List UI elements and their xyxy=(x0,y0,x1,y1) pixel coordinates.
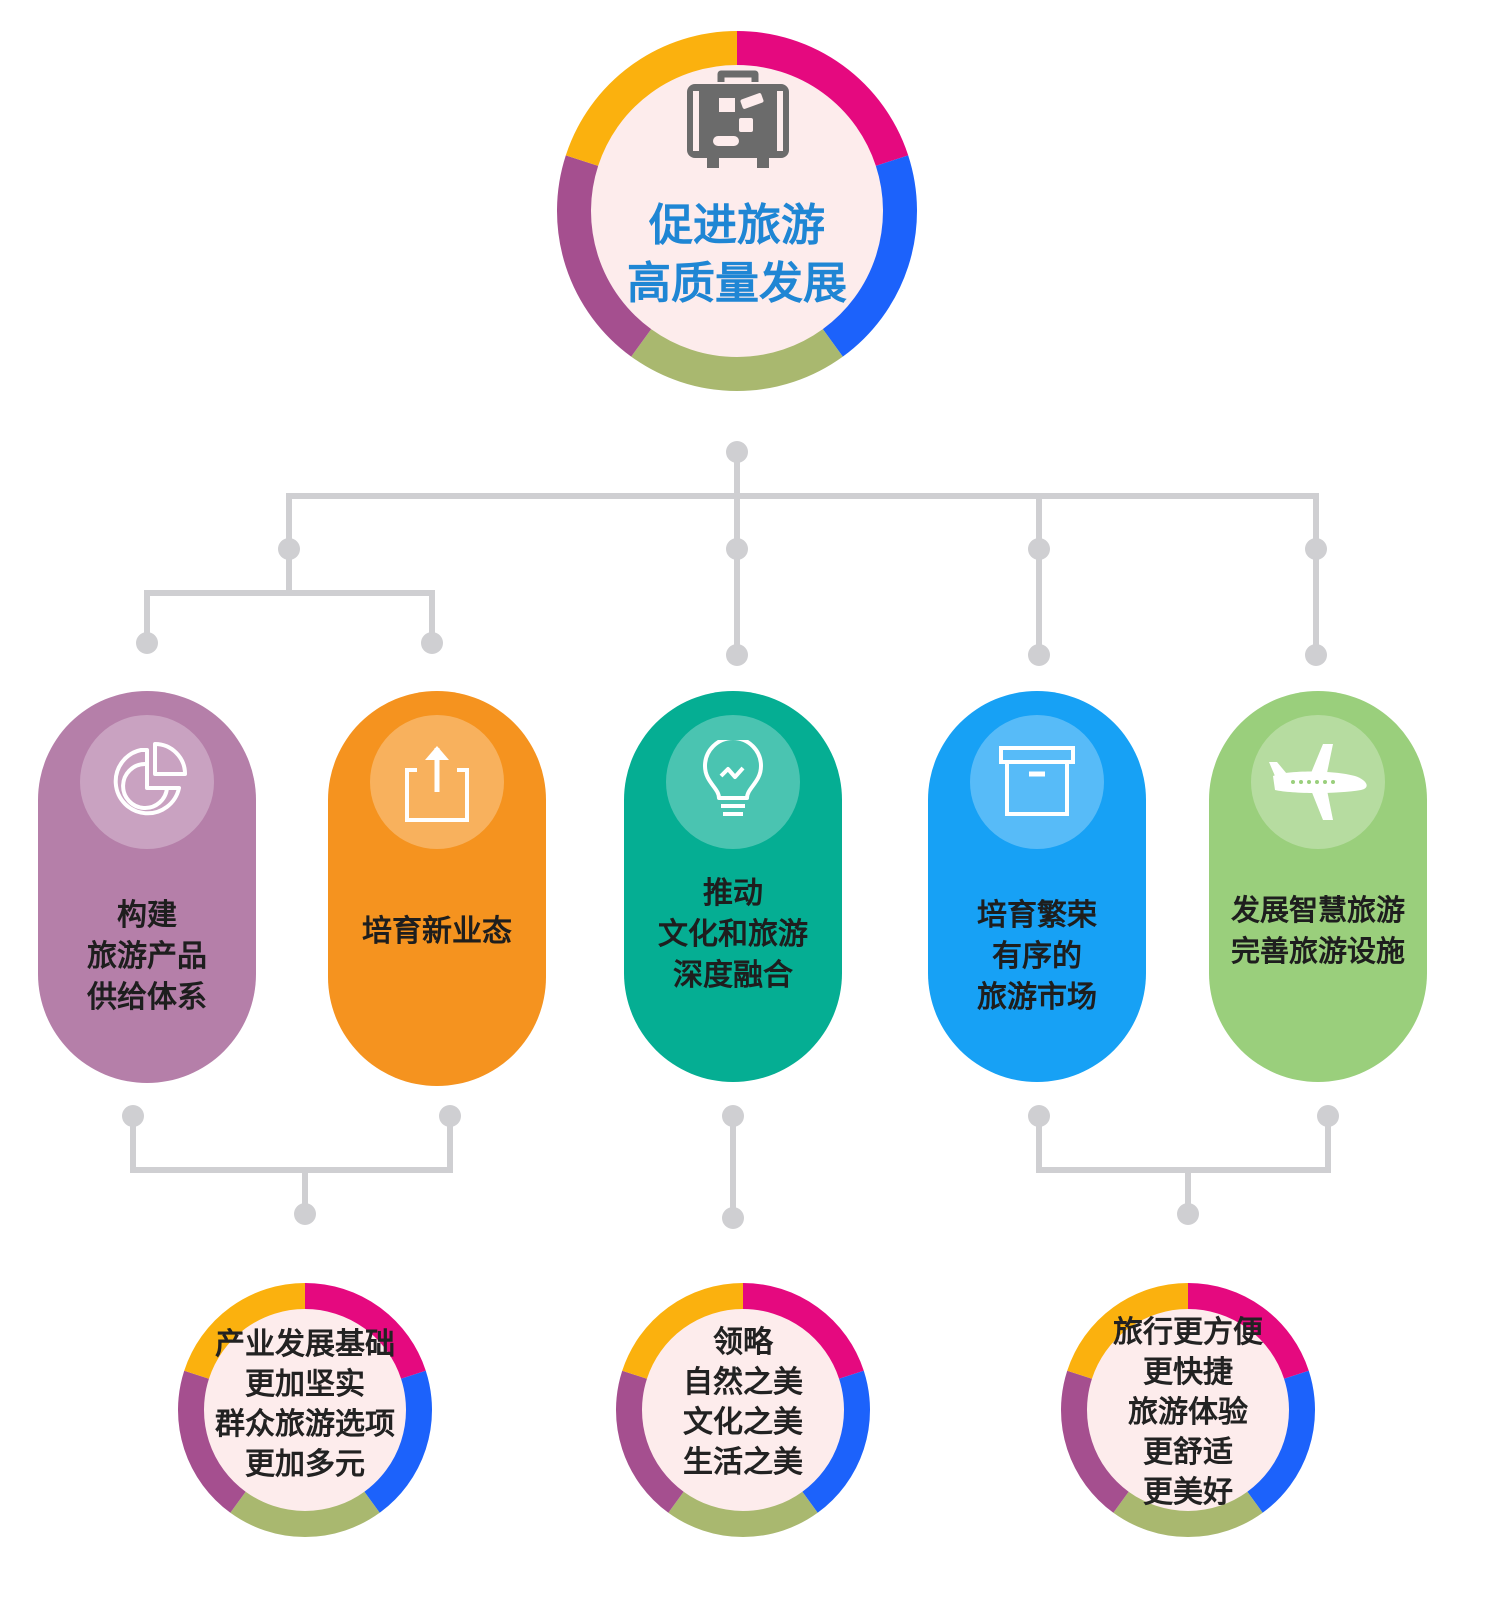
top-connector-dots xyxy=(136,441,1327,666)
airplane-icon xyxy=(1269,744,1367,820)
outcome-text-line: 更美好 xyxy=(1143,1474,1233,1510)
branch-label: 发展智慧旅游 完善旅游设施 xyxy=(1209,881,1427,981)
branch-label-line: 文化和旅游 xyxy=(658,916,808,952)
ring-segment xyxy=(1247,1370,1315,1513)
branch-label-line: 发展智慧旅游 xyxy=(1230,893,1405,927)
outcome-text-line: 群众旅游选项 xyxy=(215,1407,395,1442)
branch-label-line: 培育繁荣 xyxy=(977,897,1097,933)
ring-segment xyxy=(230,1491,380,1537)
branch-label-line: 深度融合 xyxy=(673,957,793,993)
outcome-ring xyxy=(178,1283,432,1537)
branch-label-line: 推动 xyxy=(703,875,763,911)
branch-card-new-formats: 培育新业态 xyxy=(328,691,546,1086)
outcome-text-line: 领略 xyxy=(713,1325,773,1360)
outcome-text-line: 生活之美 xyxy=(683,1445,803,1480)
ring-segment xyxy=(668,1491,818,1537)
ring-segment xyxy=(557,155,652,357)
ring-segment xyxy=(616,1370,684,1513)
ring-segment xyxy=(184,1283,306,1380)
ring-segment xyxy=(1061,1370,1129,1513)
branch-card-culture-tourism: 推动 文化和旅游 深度融合 xyxy=(624,691,842,1082)
branch-icon-circle xyxy=(80,715,214,849)
outcome-text: 旅行更方便 更快捷 旅游体验 更舒适 更美好 xyxy=(1073,1310,1303,1515)
branch-label: 推动 文化和旅游 深度融合 xyxy=(624,859,842,1009)
ring-segment xyxy=(622,1283,744,1380)
branch-icon-circle xyxy=(666,715,800,849)
share-upload-icon xyxy=(405,746,469,822)
branch-label-line: 培育新业态 xyxy=(362,913,512,949)
outcome-ring xyxy=(616,1283,870,1537)
outcome-text-line: 更舒适 xyxy=(1143,1434,1233,1470)
outcome-text-line: 自然之美 xyxy=(683,1365,803,1400)
light-bulb-icon xyxy=(703,740,763,816)
archive-box-icon xyxy=(999,746,1075,816)
ring-segment xyxy=(742,1283,864,1380)
bottom-connector-dots xyxy=(122,1105,1339,1229)
outcome-text-line: 文化之美 xyxy=(683,1405,803,1440)
ring-disc xyxy=(1086,1308,1290,1512)
pie-chart-icon xyxy=(113,742,187,816)
branch-label-line: 旅游市场 xyxy=(977,979,1097,1015)
branch-icon-circle xyxy=(1251,715,1385,849)
ring-segment xyxy=(822,155,917,357)
outcome-ring xyxy=(1061,1283,1315,1537)
branch-icon-circle xyxy=(970,715,1104,849)
branch-label-line: 有序的 xyxy=(992,938,1082,974)
ring-segment xyxy=(631,328,843,391)
branch-label: 构建 旅游产品 供给体系 xyxy=(38,881,256,1031)
ring-segment xyxy=(304,1283,426,1380)
ring-disc xyxy=(203,1308,407,1512)
ring-segment xyxy=(364,1370,432,1513)
branch-card-smart-tourism: 发展智慧旅游 完善旅游设施 xyxy=(1209,691,1427,1082)
outcome-text-line: 旅游体验 xyxy=(1128,1394,1248,1430)
outcome-text-line: 产业发展基础 xyxy=(215,1327,395,1362)
ring-segment xyxy=(1113,1491,1263,1537)
outcome-text: 产业发展基础 更加坚实 群众旅游选项 更加多元 xyxy=(185,1320,425,1490)
root-ring xyxy=(557,31,917,391)
branch-label-line: 旅游产品 xyxy=(87,938,207,974)
branch-card-tourism-market: 培育繁荣 有序的 旅游市场 xyxy=(928,691,1146,1082)
root-title: 促进旅游 高质量发展 xyxy=(577,192,897,318)
branch-label-line: 构建 xyxy=(117,897,177,933)
outcome-text-line: 旅行更方便 xyxy=(1113,1314,1263,1350)
ring-segment xyxy=(1187,1283,1309,1380)
suitcase-icon xyxy=(683,70,793,172)
ring-segment xyxy=(565,31,738,167)
ring-segment xyxy=(736,31,909,167)
outcome-text-line: 更加多元 xyxy=(245,1447,365,1482)
branch-label-line: 供给体系 xyxy=(87,979,207,1015)
outcome-text-line: 更加坚实 xyxy=(245,1367,365,1402)
outcome-text-line: 更快捷 xyxy=(1143,1354,1233,1390)
root-title-line: 促进旅游 xyxy=(649,200,825,251)
branch-label: 培育新业态 xyxy=(328,881,546,981)
branch-label: 培育繁荣 有序的 旅游市场 xyxy=(928,881,1146,1031)
branch-icon-circle xyxy=(370,715,504,849)
outcome-text: 领略 自然之美 文化之美 生活之美 xyxy=(623,1318,863,1488)
ring-disc xyxy=(590,64,884,358)
bottom-connector-tree xyxy=(130,1113,1331,1221)
ring-segment xyxy=(178,1370,246,1513)
root-title-line: 高质量发展 xyxy=(627,258,847,309)
ring-disc xyxy=(641,1308,845,1512)
branch-label-line: 完善旅游设施 xyxy=(1230,934,1405,968)
branch-card-product-supply: 构建 旅游产品 供给体系 xyxy=(38,691,256,1083)
ring-segment xyxy=(802,1370,870,1513)
ring-segment xyxy=(1067,1283,1189,1380)
